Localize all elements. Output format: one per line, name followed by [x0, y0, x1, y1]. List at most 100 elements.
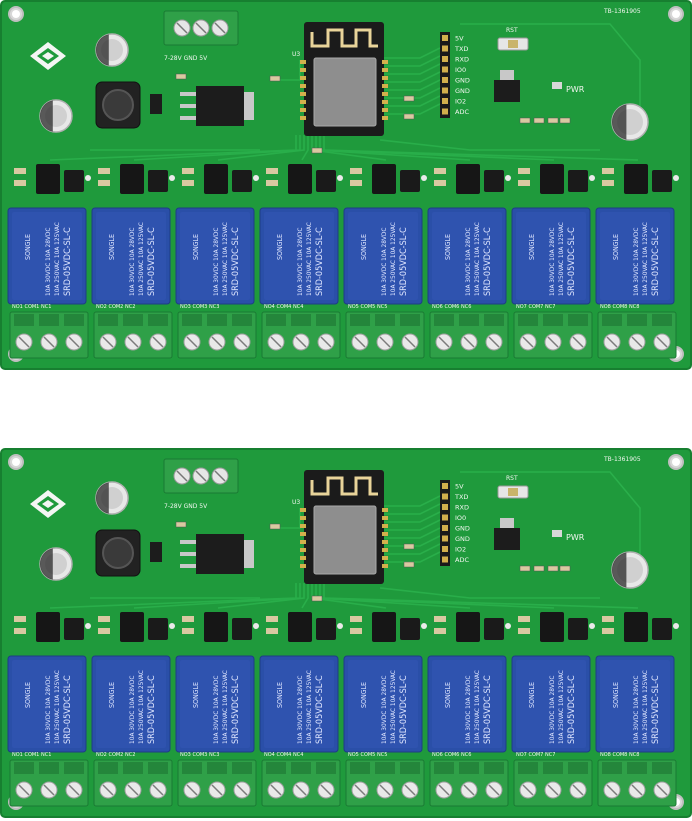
smd-resistor	[602, 168, 614, 174]
status-led	[421, 623, 427, 629]
status-led	[337, 623, 343, 629]
header-pin-label: GND	[455, 77, 470, 85]
serial-number-label: TB-1361905	[603, 456, 641, 463]
relay-brand-label: SONGLE	[360, 682, 368, 708]
screw-slot	[176, 22, 188, 34]
relay-model-label: SRD-05VDC-SL-C	[147, 227, 157, 296]
screw-slot	[320, 784, 332, 796]
screw-slot	[195, 470, 207, 482]
esp-pad	[382, 516, 388, 520]
capacitor-stripe	[612, 552, 627, 588]
relay-rating-label: 10A 250VAC 10A 125VAC	[53, 222, 61, 296]
header-pin-label: IO0	[455, 514, 466, 522]
screw-slot	[354, 336, 366, 348]
relay-driver-ic	[624, 164, 648, 194]
relay-label-area	[516, 212, 586, 300]
smd-resistor	[434, 168, 446, 174]
screw-slot	[214, 470, 226, 482]
screw-slot	[127, 784, 139, 796]
header-pin-label: GND	[455, 525, 470, 533]
smd-resistor	[14, 616, 26, 622]
esp-pad	[382, 556, 388, 560]
wire-entry	[484, 762, 504, 774]
screw-slot	[522, 336, 534, 348]
relay-driver-ic	[204, 164, 228, 194]
esp-pad	[300, 116, 306, 120]
terminal-label: NO1 COM1 NC1	[12, 304, 51, 310]
relay-driver-ic	[204, 612, 228, 642]
smd-resistor	[14, 180, 26, 186]
regulator-pin	[180, 104, 196, 108]
screw-slot	[186, 784, 198, 796]
mounting-hole-center	[672, 458, 680, 466]
logo-core	[42, 52, 54, 60]
wire-entry	[98, 762, 118, 774]
smd-resistor	[311, 147, 323, 154]
smd-resistor	[602, 628, 614, 634]
screw-slot	[438, 336, 450, 348]
screw-slot	[656, 784, 668, 796]
terminal-label: NO5 COM5 NC5	[348, 304, 387, 310]
relay-label-area	[432, 212, 502, 300]
wire-entry	[266, 314, 286, 326]
smd-resistor	[519, 565, 531, 572]
esp-shield	[313, 57, 377, 127]
smd-resistor	[266, 616, 278, 622]
relay-driver-ic	[456, 612, 480, 642]
regulator-pin	[180, 540, 196, 544]
trace	[384, 47, 441, 59]
relay-label-area	[96, 660, 166, 748]
screw-slot	[320, 336, 332, 348]
optocoupler	[232, 618, 252, 640]
smd-resistor	[602, 180, 614, 186]
terminal-label: NO7 COM7 NC7	[516, 304, 555, 310]
screw-slot	[656, 336, 668, 348]
header-pin	[442, 108, 448, 115]
relay-label-area	[264, 660, 334, 748]
smd-resistor	[350, 180, 362, 186]
wire-entry	[39, 762, 59, 774]
relay-rating-label: 10A 250VAC 10A 125VAC	[221, 670, 229, 744]
trace	[384, 79, 441, 91]
relay-rating-label: 10A 30VDC 10A 28VDC	[296, 227, 304, 296]
wire-entry	[434, 314, 454, 326]
header-pin	[442, 77, 448, 83]
capacitor-stripe	[39, 100, 53, 132]
relay-driver-ic	[540, 612, 564, 642]
status-led	[85, 175, 91, 181]
regulator-pin	[180, 552, 196, 556]
screw-slot	[270, 784, 282, 796]
relay-brand-label: SONGLE	[108, 682, 116, 708]
esp-pad	[382, 100, 388, 104]
relay-label-area	[12, 660, 82, 748]
terminal-label: NO6 COM6 NC6	[432, 752, 471, 758]
smd-resistor	[175, 521, 187, 528]
relay-brand-label: SONGLE	[108, 234, 116, 260]
status-led	[505, 175, 511, 181]
optocoupler	[484, 170, 504, 192]
relay-rating-label: 10A 250VAC 10A 125VAC	[137, 670, 145, 744]
smd-resistor	[533, 117, 545, 124]
smd-resistor	[266, 180, 278, 186]
status-led	[673, 623, 679, 629]
relay-rating-label: 10A 250VAC 10A 125VAC	[137, 222, 145, 296]
header-pin	[442, 87, 448, 94]
voltage-regulator	[196, 86, 244, 126]
smd-resistor	[602, 616, 614, 622]
relay-rating-label: 10A 30VDC 10A 28VDC	[548, 227, 556, 296]
esp-antenna	[310, 28, 378, 48]
smd-resistor	[434, 628, 446, 634]
esp-pad	[382, 92, 388, 96]
wire-entry	[232, 314, 252, 326]
trace	[384, 71, 441, 83]
relay-label-area	[600, 660, 670, 748]
